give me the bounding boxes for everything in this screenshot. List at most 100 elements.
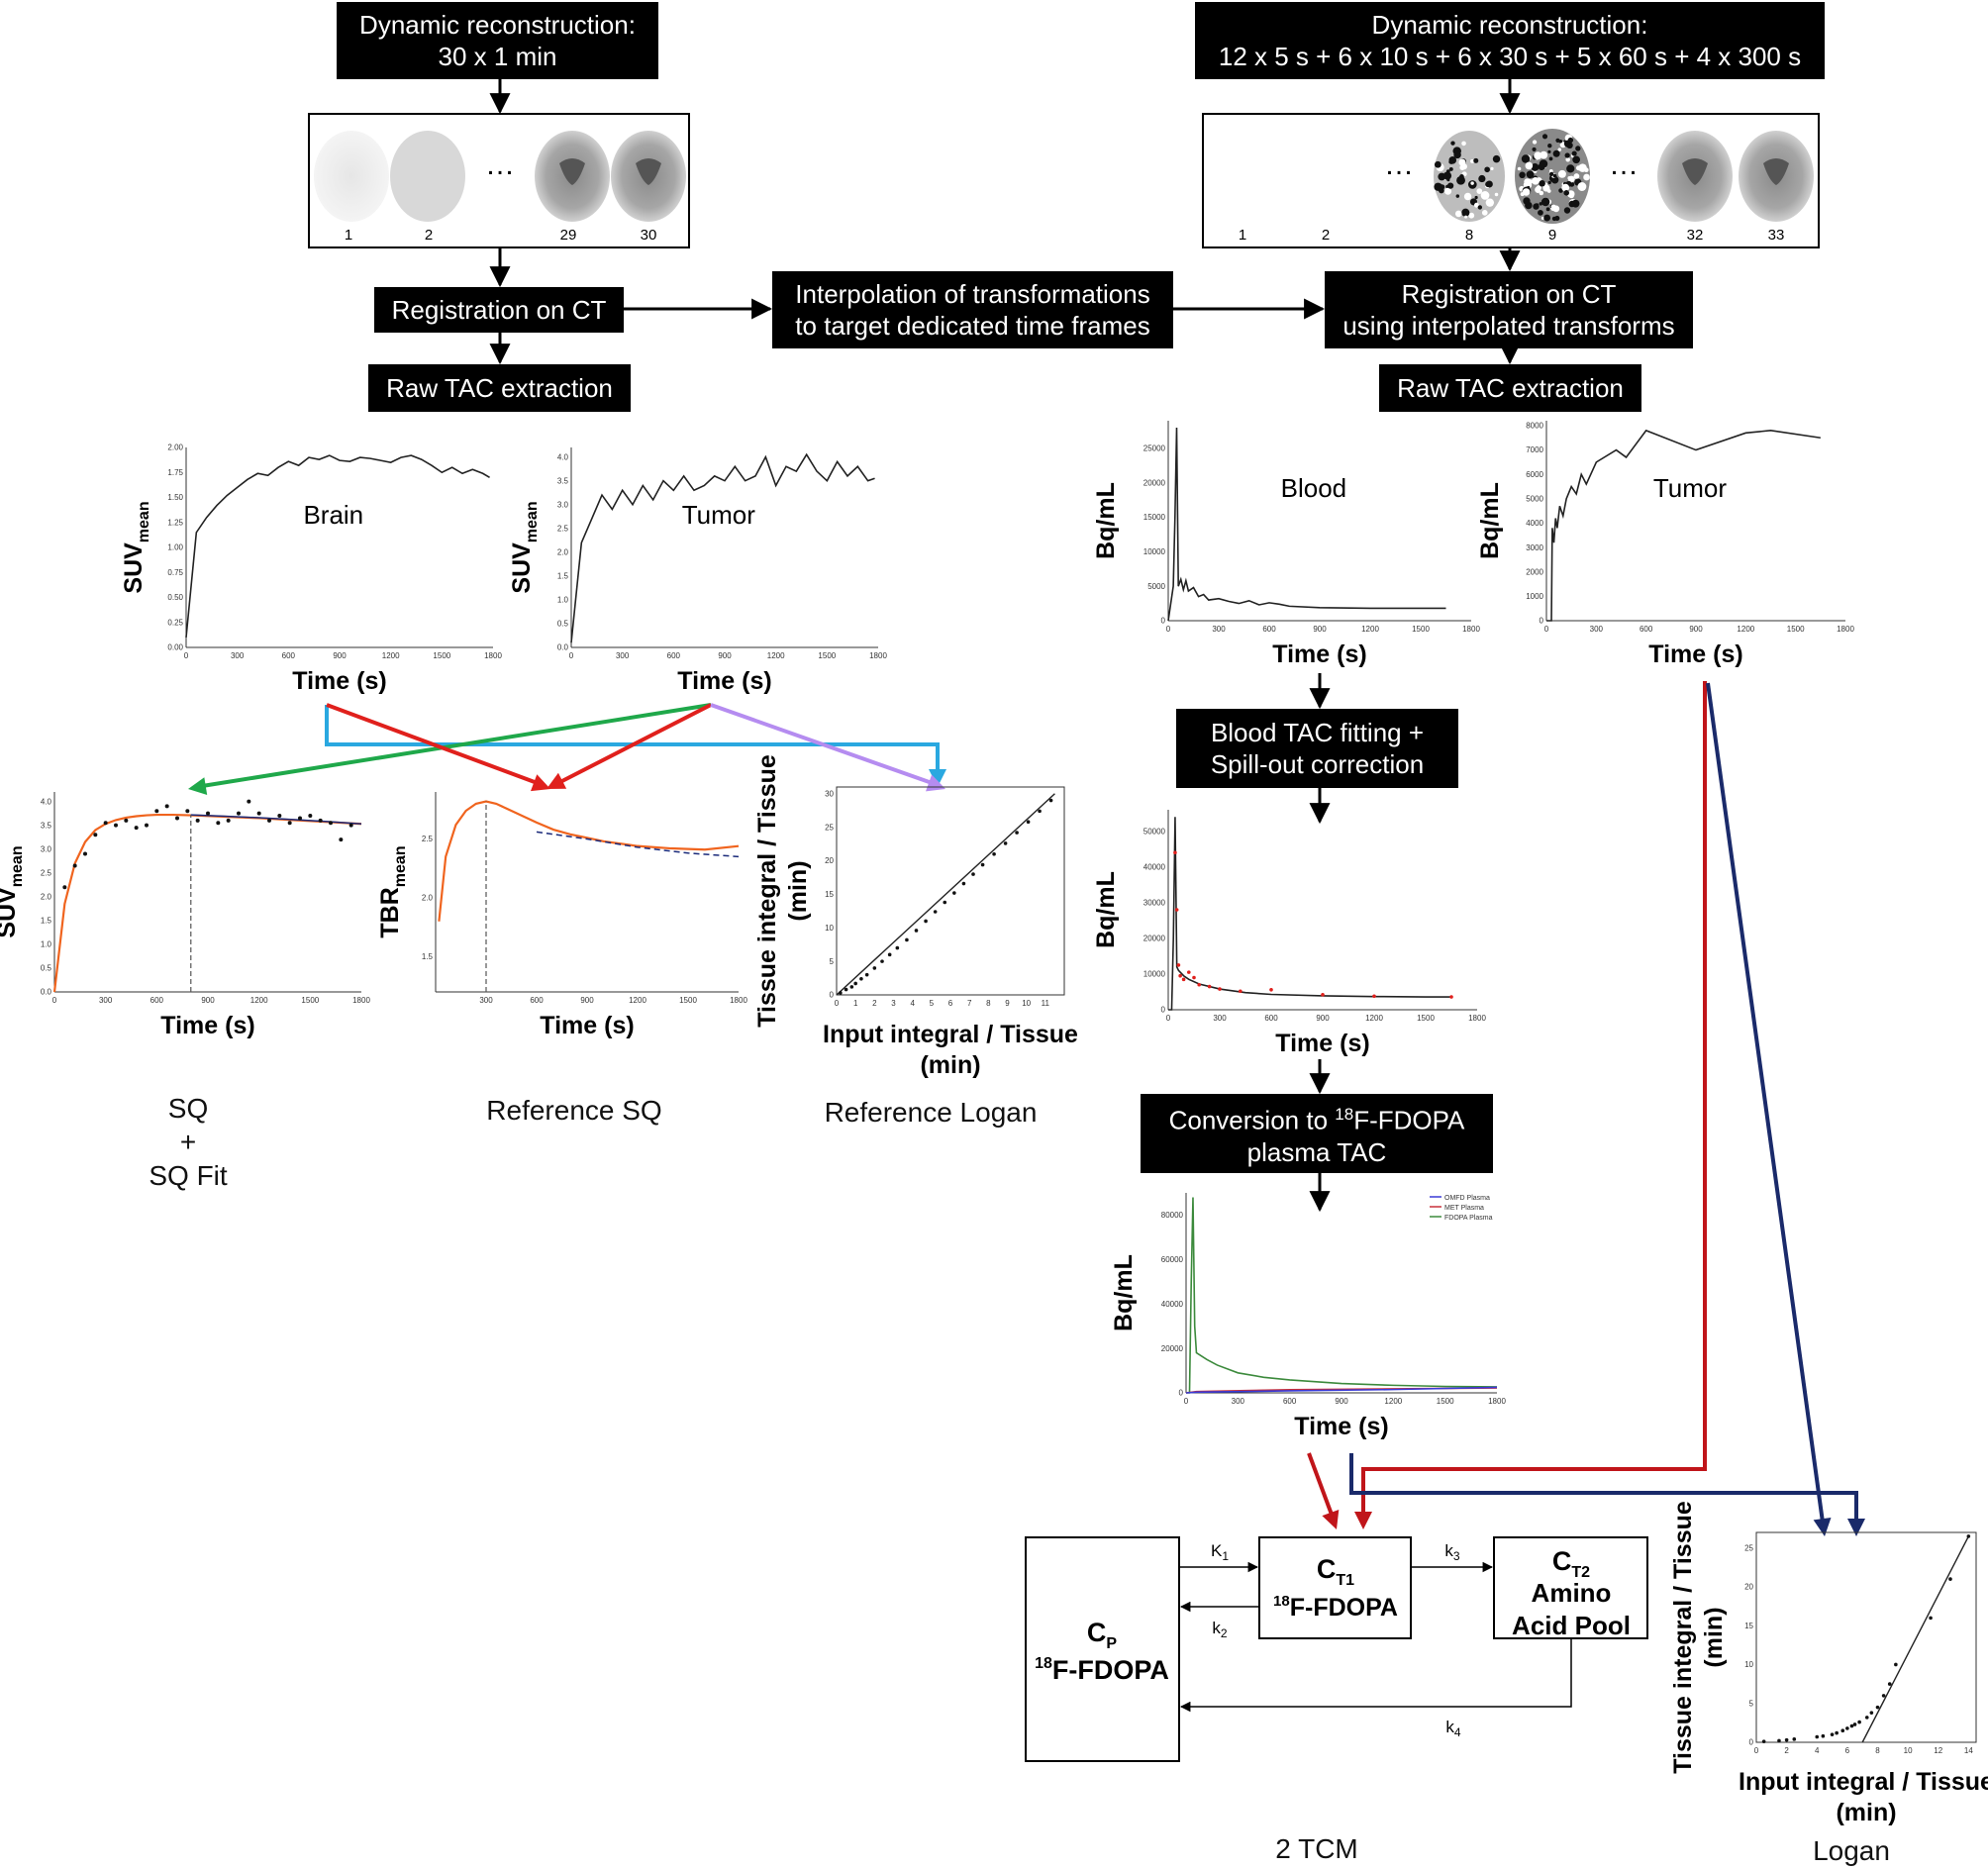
compartment-ct2	[1493, 1536, 1648, 1639]
noise-dot	[1541, 216, 1544, 220]
k4-label: k4	[1445, 1718, 1461, 1739]
x-tick-label: 1500	[1417, 1014, 1435, 1023]
blood-sample-point	[1187, 970, 1191, 974]
x-tick-label: 600	[1264, 1014, 1278, 1023]
reference-logan-point	[914, 929, 919, 933]
x-tick-label: 0	[52, 996, 57, 1005]
noise-dot	[1583, 173, 1590, 181]
y-tick-label: 1000	[1526, 592, 1543, 601]
omfd-plasma-line	[1185, 1386, 1498, 1394]
noise-dot	[1526, 170, 1535, 179]
sq-sample-point	[93, 833, 98, 837]
blood-sample-point	[1174, 908, 1179, 912]
logan-point	[1845, 1726, 1849, 1730]
y-tick-label: 1.50	[167, 493, 183, 502]
legend-entry: MET Plasma	[1444, 1205, 1484, 1212]
y-tick-label: 1.5	[422, 952, 434, 961]
k3-label: k3	[1444, 1541, 1460, 1563]
logan-point	[1815, 1734, 1820, 1739]
blood-sample-point	[1321, 993, 1325, 997]
noise-dot	[1561, 183, 1570, 192]
reference-logan-point	[1048, 798, 1053, 803]
sq-sample-point	[348, 823, 353, 828]
brain-ventricle-shape	[636, 158, 661, 185]
logan-point	[1784, 1737, 1789, 1742]
noise-dot	[1456, 175, 1465, 185]
noise-dot	[1481, 210, 1488, 216]
noise-dot	[1573, 173, 1580, 179]
raw-tac-left-box: Raw TAC extraction	[368, 364, 631, 412]
blood-fit-line	[1168, 817, 1451, 1011]
noise-dot	[1563, 207, 1571, 214]
logan-point	[1852, 1722, 1857, 1726]
x-axis-label: Time (s)	[677, 667, 771, 695]
y-tick-label: 4.0	[41, 797, 52, 806]
y-tick-label: 10	[825, 924, 834, 933]
sq-sample-point	[134, 826, 139, 831]
x-tick-label: 0	[1544, 625, 1549, 634]
y-tick-label: 20000	[1143, 935, 1166, 943]
y-tick-label: 0	[830, 991, 835, 1000]
noise-dot	[1565, 157, 1570, 162]
sq-sample-point	[72, 863, 77, 868]
noise-dot	[1540, 150, 1548, 159]
arrow-head	[547, 772, 567, 789]
sq-fit-curve	[52, 813, 191, 993]
x-tick-label: 0	[569, 651, 574, 660]
logan-point	[1830, 1732, 1835, 1736]
y-tick-label: 60000	[1161, 1255, 1184, 1264]
reference-logan-point	[853, 981, 857, 986]
caption-logan: Logan	[1813, 1835, 1890, 1866]
y-tick-label: 40000	[1143, 862, 1166, 871]
x-tick-label: 600	[282, 651, 296, 660]
noise-dot	[1458, 158, 1466, 166]
noise-dot	[1478, 174, 1486, 183]
frame-ellipsis: …	[485, 148, 515, 181]
blood-fit-box: Blood TAC fitting + Spill-out correction	[1176, 709, 1458, 788]
reference-logan-point	[933, 910, 938, 914]
ct2-label: CT2	[1552, 1546, 1590, 1581]
raw-tac-right-label: Raw TAC extraction	[1397, 373, 1624, 403]
y-tick-label: 0.0	[41, 988, 52, 997]
logan-point	[1869, 1711, 1874, 1715]
noise-dot	[1470, 158, 1475, 163]
y-tick-label: 10000	[1143, 547, 1166, 556]
y-tick-label: 2.0	[41, 892, 52, 901]
arrow-head	[929, 769, 946, 787]
x-axis-label: Time (s)	[292, 667, 386, 695]
noise-dot	[1473, 157, 1479, 163]
x-tick-label: 600	[667, 651, 681, 660]
x-tick-label: 6	[948, 999, 953, 1008]
x-tick-label: 600	[1640, 625, 1653, 634]
registration-ct-box: Registration on CT	[374, 287, 624, 333]
sq-sample-point	[226, 818, 231, 823]
noise-dot	[1459, 164, 1465, 170]
noise-dot	[1470, 181, 1474, 185]
noise-dot	[1520, 192, 1525, 197]
tumor-tac-line	[570, 452, 875, 643]
y-axis-label: Bq/mL	[1092, 482, 1120, 559]
noise-dot	[1464, 215, 1468, 219]
y-tick-label: 50000	[1143, 827, 1166, 836]
arrow-head	[1322, 1510, 1340, 1529]
noise-dot	[1572, 155, 1581, 164]
y-tick-label: 20000	[1161, 1344, 1184, 1353]
fdopa-plasma-line	[1186, 1197, 1498, 1394]
sq-sample-point	[287, 821, 292, 826]
reference-logan-point	[880, 959, 884, 963]
sq-sample-point	[277, 814, 282, 819]
reference-logan-regression	[836, 793, 1055, 996]
noise-dot	[1453, 150, 1461, 159]
right-recon-line1: Dynamic reconstruction:	[1371, 10, 1648, 40]
x-tick-label: 4	[1815, 1746, 1820, 1755]
k2-label: k2	[1212, 1619, 1228, 1640]
noise-dot	[1552, 149, 1560, 157]
noise-dot	[1534, 151, 1542, 160]
y-axis-label: Bq/mL	[1110, 1254, 1138, 1331]
noise-dot	[1523, 197, 1531, 205]
logan-point	[1894, 1662, 1898, 1667]
